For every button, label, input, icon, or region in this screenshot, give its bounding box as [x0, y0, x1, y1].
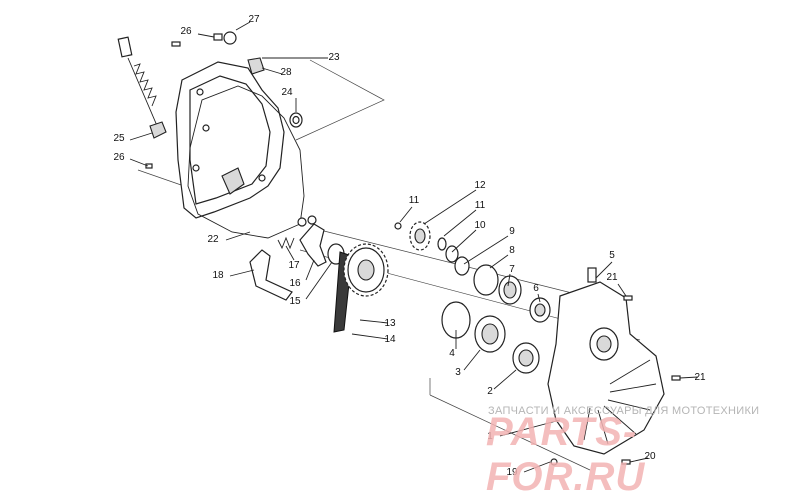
callout-leader-c27 [235, 21, 251, 31]
callout-leader-c21b [679, 376, 699, 379]
callout-leader-c13 [359, 319, 389, 324]
callout-label-c28: 28 [280, 67, 292, 78]
callout-label-c26a: 26 [180, 26, 192, 37]
watermark-tagline: ЗАПЧАСТИ И АКСЕССУАРЫ ДЛЯ МОТОТЕХНИКИ [488, 405, 760, 417]
callout-label-c14: 14 [384, 334, 396, 345]
callout-leader-c10 [451, 229, 477, 253]
callout-label-c3: 3 [455, 367, 461, 378]
large-sprocket [343, 243, 389, 297]
upper-shaft-parts [394, 221, 470, 276]
callout-leader-c5 [595, 261, 613, 279]
callout-label-c4: 4 [449, 348, 455, 359]
callout-label-c21b: 21 [694, 372, 706, 383]
callout-label-c25: 25 [113, 133, 125, 144]
callout-label-c13: 13 [384, 318, 396, 329]
cover-hardware [145, 31, 303, 169]
dipstick [117, 36, 167, 139]
callout-label-c8: 8 [509, 245, 515, 256]
callout-label-c11b: 11 [475, 200, 486, 211]
callout-label-c26b: 26 [113, 152, 125, 163]
callout-leader-c19 [523, 461, 551, 473]
callout-label-c15: 15 [289, 296, 301, 307]
callout-label-c21a: 21 [606, 272, 618, 283]
chain-tensioner [249, 215, 345, 301]
callout-leader-c26a [197, 33, 215, 38]
callout-label-c6: 6 [533, 283, 539, 294]
callout-leader-c28 [261, 67, 283, 75]
callout-label-c9: 9 [509, 226, 515, 237]
callout-leader-c22 [225, 231, 251, 241]
callout-label-c18: 18 [212, 270, 224, 281]
callout-leader-c17 [285, 245, 295, 261]
callout-leader-c1 [499, 419, 561, 437]
callout-label-c27: 27 [248, 14, 260, 25]
chaincase-housing [547, 267, 681, 466]
callout-label-c22: 22 [207, 234, 219, 245]
chaincase-cover [175, 61, 285, 219]
callout-label-c2: 2 [487, 386, 493, 397]
callout-label-c23: 23 [328, 52, 340, 63]
callout-label-c16: 16 [289, 278, 301, 289]
callout-layer: 2726232824252622181716151112111098765211… [113, 14, 706, 478]
callout-leader-c12 [423, 189, 477, 225]
callout-label-c17: 17 [288, 260, 300, 271]
callout-label-c10: 10 [474, 220, 486, 231]
callout-leader-c14 [351, 333, 389, 340]
callout-label-c19: 19 [506, 467, 518, 478]
callout-leader-c11a [399, 206, 413, 223]
callout-label-c12: 12 [474, 180, 486, 191]
callout-label-c7: 7 [509, 264, 515, 275]
callout-label-c1: 1 [487, 431, 493, 442]
callout-label-c5: 5 [609, 250, 615, 261]
callout-leader-c15 [305, 261, 333, 300]
callout-leader-c20 [629, 457, 649, 463]
cover-gasket [187, 85, 307, 239]
callout-leader-c9 [463, 235, 509, 265]
callout-leader-c25 [129, 132, 153, 141]
callout-label-c11a: 11 [409, 195, 420, 206]
watermark-brand-logo: PARTS-FOR.RU [486, 410, 646, 499]
callout-leader-c18 [229, 269, 255, 277]
callout-leader-c26b [129, 158, 149, 167]
callout-label-c20: 20 [644, 451, 656, 462]
callout-leader-c11b [443, 209, 477, 237]
bearings-and-seals [441, 264, 551, 374]
callout-label-c24: 24 [281, 87, 293, 98]
callout-leader-c16 [305, 259, 315, 281]
callout-leader-c2 [493, 369, 517, 390]
callout-leader-c21a [617, 283, 627, 297]
callout-leader-c6 [537, 293, 541, 303]
callout-leader-c7 [507, 273, 511, 287]
callout-leader-c8 [489, 254, 509, 269]
callout-leader-c3 [463, 349, 481, 371]
